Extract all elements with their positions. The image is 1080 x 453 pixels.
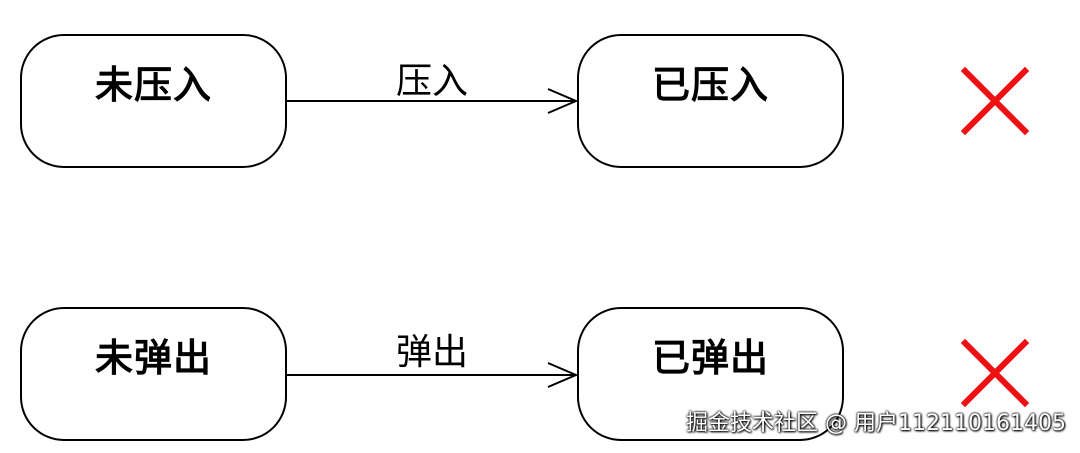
transition-label-push: 压入 [395,61,468,102]
state-pushed: 未弹出 已压入 [577,34,844,168]
transition-label-pop: 弹出 [395,332,468,373]
arrow-push [287,88,579,114]
state-not-pushed: 未压入 [20,34,287,168]
arrow-pop [287,362,579,388]
state-popped: 已弹出 [577,307,844,441]
state-label: 未压入 [94,63,212,107]
watermark: 掘金技术社区 @ 用户112110161405 [686,411,1066,436]
state-not-popped: 未弹出 [20,307,287,441]
state-label: 已弹出 [651,336,769,380]
cross-icon [960,66,1030,136]
cross-icon [960,338,1030,408]
state-label: 已压入 [651,63,769,107]
state-label: 未弹出 [94,336,212,380]
